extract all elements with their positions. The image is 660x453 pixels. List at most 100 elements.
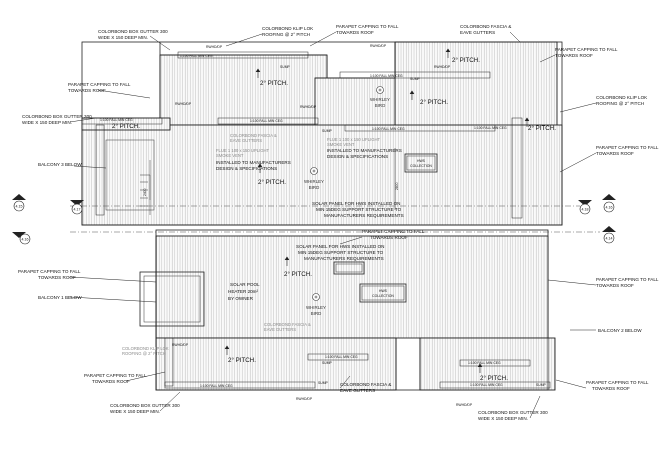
note: BALCONY 2 BELOW: [598, 328, 642, 333]
roof-section-top-left: [159, 54, 328, 126]
box-gutter: [439, 381, 551, 389]
grid-marker: 4.17: [70, 200, 84, 215]
box-gutter: [164, 337, 174, 387]
note: PARAPET CAPPING TO FALL: [336, 24, 399, 29]
gray-note: EAVE GUTTERS: [264, 327, 296, 332]
note: SOLAR PANEL FOR HWS INSTALLED ON: [312, 201, 401, 206]
hws-label: COLLECTION: [410, 164, 432, 168]
whirley-bird-label: WHIRLEY: [370, 97, 390, 102]
gray-note: ROOFING @ 2° PITCH: [122, 351, 166, 356]
gray-note: FLUE 1 100 x 150 UPLIGHT: [327, 137, 381, 142]
note: TOWARDS ROOF: [592, 386, 630, 391]
rw-head-tag: RWHD/DP: [172, 343, 189, 347]
pitch-label: 2° PITCH.: [260, 80, 288, 87]
note: EAVE GUTTERS: [460, 30, 495, 35]
upper-roof: [70, 41, 600, 233]
note: TOWARDS ROOF: [92, 379, 130, 384]
note: BALCONY 1 BELOW: [38, 295, 82, 300]
note: INSTALLED TO MANUFACTURERS: [327, 148, 402, 153]
roof-section-top-right: [394, 41, 558, 127]
box-gutter: [511, 117, 523, 219]
note: INSTALLED TO MANUFACTURERS: [216, 160, 291, 165]
note: COLORBOND BOX GUTTER 300: [110, 403, 180, 408]
lower-roof-outline: [155, 229, 549, 391]
note: PARAPET CAPPING TO FALL: [68, 82, 131, 87]
grid-marker: 4.16: [602, 194, 616, 213]
note: TOWARDS ROOF: [555, 53, 593, 58]
sump-tag: SUMP: [322, 129, 333, 133]
roof-section-bottom-right: [419, 337, 556, 391]
solar-pool-heater-inner: [143, 275, 201, 323]
solar-panel-box: [333, 261, 365, 275]
hws-collection-box-inner: [406, 155, 436, 171]
pitch-label: 2° PITCH.: [284, 271, 312, 278]
grid-marker: 4.14: [602, 226, 616, 244]
solar-pool-heater-panel: [139, 271, 205, 327]
whirley-bird-upper: WHIRLEY BIRD: [304, 167, 324, 190]
note: TOWARDS ROOF: [336, 30, 374, 35]
rw-head-tag: RWHD/DP: [434, 65, 451, 69]
pitch-arrows: [224, 48, 530, 373]
note: BALCONY 3 BELOW: [38, 162, 82, 167]
svg-text:4.15: 4.15: [16, 204, 23, 208]
rw-head-tag: RWHD/DP: [300, 105, 317, 109]
rw-head-tag: RWHD/DP: [456, 403, 473, 407]
rw-head-tag: RWHD/DP: [206, 45, 223, 49]
grid-markers: 4.15 4.16 4.16 4.14 4.17 4.18: [12, 194, 616, 245]
whirley-bird-label: WHIRLEY: [304, 179, 324, 184]
whirley-bird-label: WHIRLEY: [306, 305, 326, 310]
hws-collection-box: [404, 153, 438, 173]
lower-roof: [139, 229, 556, 391]
dimension-2800: 2800: [395, 182, 399, 190]
rw-head-tag: RWHD/DP: [370, 44, 387, 48]
box-gutter: [459, 359, 531, 367]
whirley-bird-lower: WHIRLEY BIRD: [306, 293, 326, 316]
pitch-label: 2° PITCH.: [528, 125, 556, 132]
gray-note: COLORBOND KLIP LOK: [122, 346, 169, 351]
pitch-label: 2° PITCH.: [258, 179, 286, 186]
rw-head-tag: RWHD/DP: [175, 102, 192, 106]
box-gutter: [339, 71, 491, 79]
box-gutter: [81, 117, 163, 125]
fall-label: 1:100 FALL MIN CEG: [325, 355, 358, 359]
hws-collection-box-lower-inner: [361, 285, 405, 301]
hws-label: HWS: [417, 159, 426, 163]
fall-label: 1:100 FALL MIN CEG: [250, 119, 283, 123]
sump-tag: SUMP: [280, 65, 291, 69]
sump-tag: SUMP: [410, 77, 421, 81]
note: COLORBOND BOX GUTTER 300: [478, 410, 548, 415]
fall-label: 1:100 FALL MIN CEG: [468, 361, 501, 365]
note: DESIGN & SPECIFICATIONS: [216, 166, 277, 171]
note: WIDE X 150 DEEP MIN.: [478, 416, 528, 421]
fall-label: 1:100 FALL MIN CEG: [470, 383, 503, 387]
note: MANUFACTURERS REQUIREMENTS: [324, 213, 404, 218]
note: BY OWNER: [228, 296, 254, 301]
note: COLORBOND KLIP LOK: [596, 95, 648, 100]
grid-marker: 4.16: [12, 232, 31, 245]
note: TOWARDS ROOF: [596, 151, 634, 156]
note: ROOFING @ 2° PITCH: [596, 101, 644, 106]
note: TOWARDS ROOF: [68, 88, 106, 93]
note: TOWARDS ROOF: [370, 235, 408, 240]
box-gutter: [344, 124, 496, 132]
fall-label: 1:100 FALL MIN CEG: [474, 126, 507, 130]
roof-section-main-upper: [81, 124, 563, 226]
note: TOWARDS ROOF: [38, 275, 76, 280]
balcony-3-outline: [105, 139, 155, 211]
roof-section-bottom-left: [155, 337, 397, 391]
pitch-label: 2° PITCH.: [420, 99, 448, 106]
fall-label: 1:100 FALL MIN CEG: [370, 74, 403, 78]
gray-note: SMOKE VENT: [327, 142, 355, 147]
box-gutter: [177, 51, 309, 59]
note: MIN 15DEG SUPPORT STRUCTURE TO: [298, 250, 384, 255]
whirley-bird-label: BIRD: [309, 185, 320, 190]
hws-label: HWS: [379, 289, 388, 293]
note: PARAPET CAPPING TO FALL: [18, 269, 81, 274]
note: DESIGN & SPECIFICATIONS: [327, 154, 388, 159]
note: MANUFACTURERS REQUIREMENTS: [304, 256, 384, 261]
box-gutter: [217, 117, 319, 125]
note: COLORBOND BOX GUTTER 300: [98, 29, 168, 34]
hws-collection-box-lower: [359, 283, 407, 303]
note: WIDE X 150 DEEP MIN.: [110, 409, 160, 414]
note: WIDE X 150 DEEP MIN.: [22, 120, 72, 125]
